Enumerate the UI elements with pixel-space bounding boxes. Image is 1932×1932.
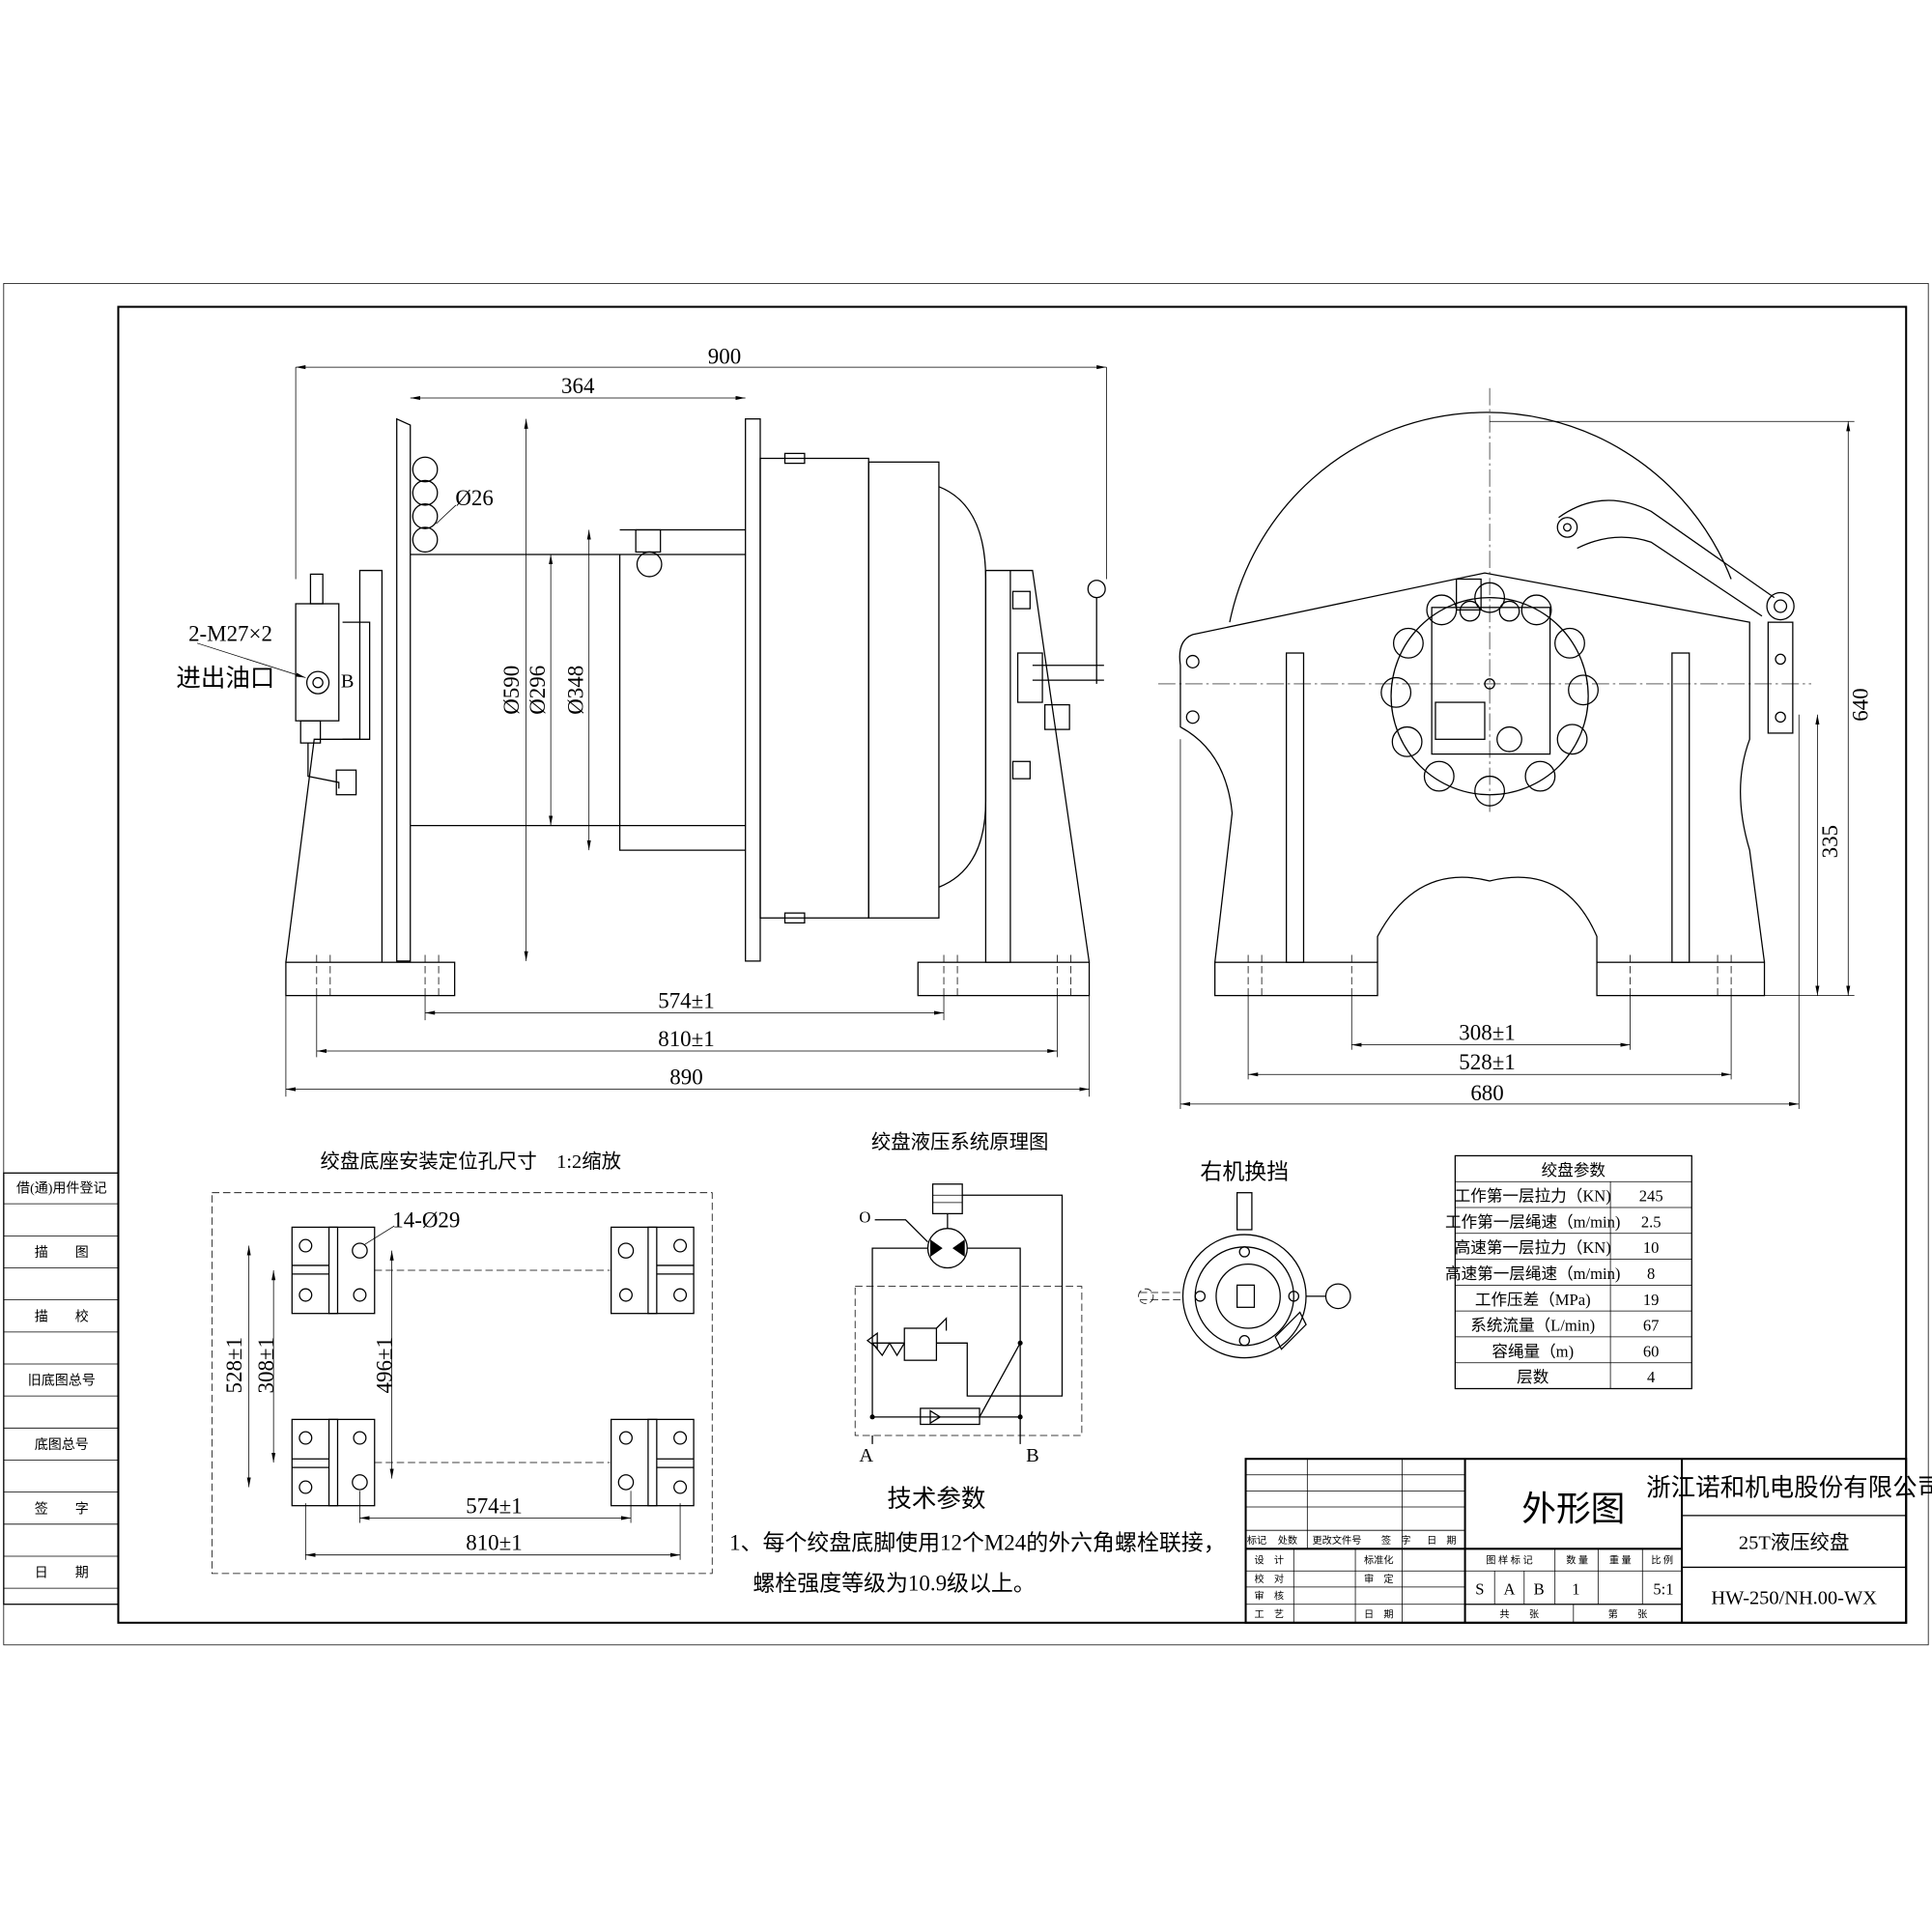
dim-drum-dia2: Ø348	[563, 666, 587, 715]
param-table: 绞盘参数 工作第一层拉力（KN) 245 工作第一层绳速（m/min) 2.5 …	[1445, 1154, 1692, 1390]
param-label: 高速第一层绳速（m/min)	[1445, 1264, 1620, 1283]
dim-528: 528±1	[222, 1337, 246, 1393]
param-label: 容绳量（m)	[1492, 1342, 1574, 1360]
sign-label: 审 定	[1364, 1573, 1394, 1585]
port-b-label: B	[341, 671, 355, 693]
tech-title: 技术参数	[887, 1485, 985, 1513]
dim-810: 810±1	[466, 1531, 522, 1555]
drawing-number: HW-250/NH.00-WX	[1711, 1588, 1877, 1609]
sign-label: 标准化	[1364, 1554, 1394, 1567]
tech-note-2: 螺栓强度等级为10.9级以上。	[753, 1572, 1035, 1596]
dim-308: 308±1	[1459, 1021, 1515, 1045]
port-o-label: O	[859, 1208, 870, 1226]
dim-flange-dia: Ø590	[499, 666, 524, 715]
param-value: 245	[1639, 1187, 1663, 1206]
rev-header: 日 期	[1427, 1535, 1457, 1547]
total-sheets: 共 张	[1499, 1609, 1539, 1621]
title-block: 标记 处数 更改文件号 签 字 日 期 设 计 校 对 审 核 工 艺 标准化 …	[1244, 1458, 1932, 1624]
dim-810: 810±1	[658, 1027, 714, 1051]
param-value: 4	[1647, 1368, 1656, 1386]
gear-shift-title: 右机换挡	[1200, 1160, 1289, 1184]
margin-label: 借(通)用件登记	[16, 1181, 106, 1197]
sign-label: 工 艺	[1254, 1609, 1284, 1621]
company-name: 浙江诺和机电股份有限公司	[1646, 1473, 1932, 1501]
scale: 5:1	[1653, 1580, 1673, 1599]
side-view	[1157, 387, 1855, 1109]
param-label: 工作第一层绳速（m/min)	[1445, 1212, 1620, 1231]
dim-364: 364	[561, 374, 595, 398]
param-label: 工作第一层拉力（KN)	[1455, 1187, 1611, 1206]
outer-border	[3, 282, 1929, 1646]
param-label: 高速第一层拉力（KN)	[1455, 1238, 1611, 1257]
holes-label: 14-Ø29	[392, 1208, 460, 1232]
tech-note-1: 1、每个绞盘底脚使用12个M24的外六角螺栓联接，	[729, 1531, 1226, 1555]
rev-header: 签 字	[1381, 1534, 1411, 1547]
sign-label: 审 核	[1254, 1590, 1284, 1603]
scale-header: 比 例	[1651, 1554, 1673, 1567]
sheet-no: 第 张	[1608, 1608, 1648, 1621]
mark-header: 图 样 标 记	[1486, 1554, 1532, 1567]
dim-640: 640	[1849, 688, 1873, 721]
rev-header: 更改文件号	[1312, 1534, 1361, 1547]
margin-label: 描 图	[35, 1245, 89, 1261]
drawing-name: 外形图	[1521, 1490, 1625, 1528]
margin-table: 借(通)用件登记 描 图 描 校 旧底图总号 底图总号 签 字 日 期	[3, 1172, 120, 1605]
dim-308: 308±1	[254, 1337, 278, 1393]
port-a-label: A	[859, 1445, 873, 1466]
mark-b: B	[1534, 1580, 1545, 1599]
base-plan	[212, 1192, 713, 1575]
front-view	[196, 365, 1107, 1097]
sign-label: 校 对	[1254, 1573, 1284, 1585]
mark-a: A	[1504, 1580, 1516, 1599]
hydraulic-schematic	[854, 1183, 1083, 1444]
dim-496: 496±1	[373, 1337, 397, 1393]
margin-label: 签 字	[35, 1500, 89, 1517]
quantity: 1	[1572, 1580, 1579, 1599]
port-label: 进出油口	[176, 664, 274, 692]
port-spec: 2-M27×2	[188, 621, 272, 645]
mark-s: S	[1475, 1580, 1484, 1599]
dim-574: 574±1	[466, 1493, 522, 1518]
param-value: 67	[1643, 1317, 1660, 1335]
param-label: 层数	[1517, 1368, 1549, 1386]
dim-574: 574±1	[658, 988, 714, 1012]
base-plan-title: 绞盘底座安装定位孔尺寸 1:2缩放	[320, 1151, 621, 1173]
inner-frame	[117, 305, 1908, 1624]
param-table-title: 绞盘参数	[1542, 1161, 1606, 1179]
hydraulic-title: 绞盘液压系统原理图	[871, 1131, 1049, 1153]
param-value: 10	[1643, 1238, 1660, 1257]
param-value: 8	[1647, 1264, 1655, 1283]
product-name: 25T液压绞盘	[1739, 1531, 1849, 1553]
margin-label: 描 校	[35, 1308, 89, 1324]
param-label: 工作压差（MPa)	[1475, 1291, 1591, 1309]
margin-label: 日 期	[35, 1566, 89, 1581]
param-value: 2.5	[1641, 1212, 1662, 1231]
dim-900: 900	[708, 344, 741, 368]
rev-header: 标记	[1247, 1535, 1266, 1547]
sign-label: 设 计	[1254, 1554, 1284, 1567]
param-label: 系统流量（L/min)	[1470, 1317, 1595, 1335]
dim-335: 335	[1818, 825, 1842, 858]
dim-rope-dia: Ø26	[455, 486, 494, 510]
sign-label: 日 期	[1364, 1609, 1394, 1621]
port-b-label: B	[1026, 1445, 1039, 1466]
param-value: 60	[1643, 1342, 1660, 1360]
dim-drum-dia: Ø296	[526, 666, 550, 715]
rev-header: 处数	[1278, 1534, 1297, 1547]
weight-header: 重 量	[1609, 1554, 1632, 1567]
dim-890: 890	[669, 1065, 702, 1089]
dim-680: 680	[1470, 1081, 1503, 1105]
qty-header: 数 量	[1566, 1554, 1588, 1567]
margin-label: 底图总号	[35, 1437, 89, 1453]
gear-shift-view	[1138, 1192, 1351, 1359]
param-value: 19	[1643, 1291, 1660, 1309]
dim-528: 528±1	[1459, 1050, 1515, 1074]
margin-label: 旧底图总号	[28, 1374, 96, 1389]
